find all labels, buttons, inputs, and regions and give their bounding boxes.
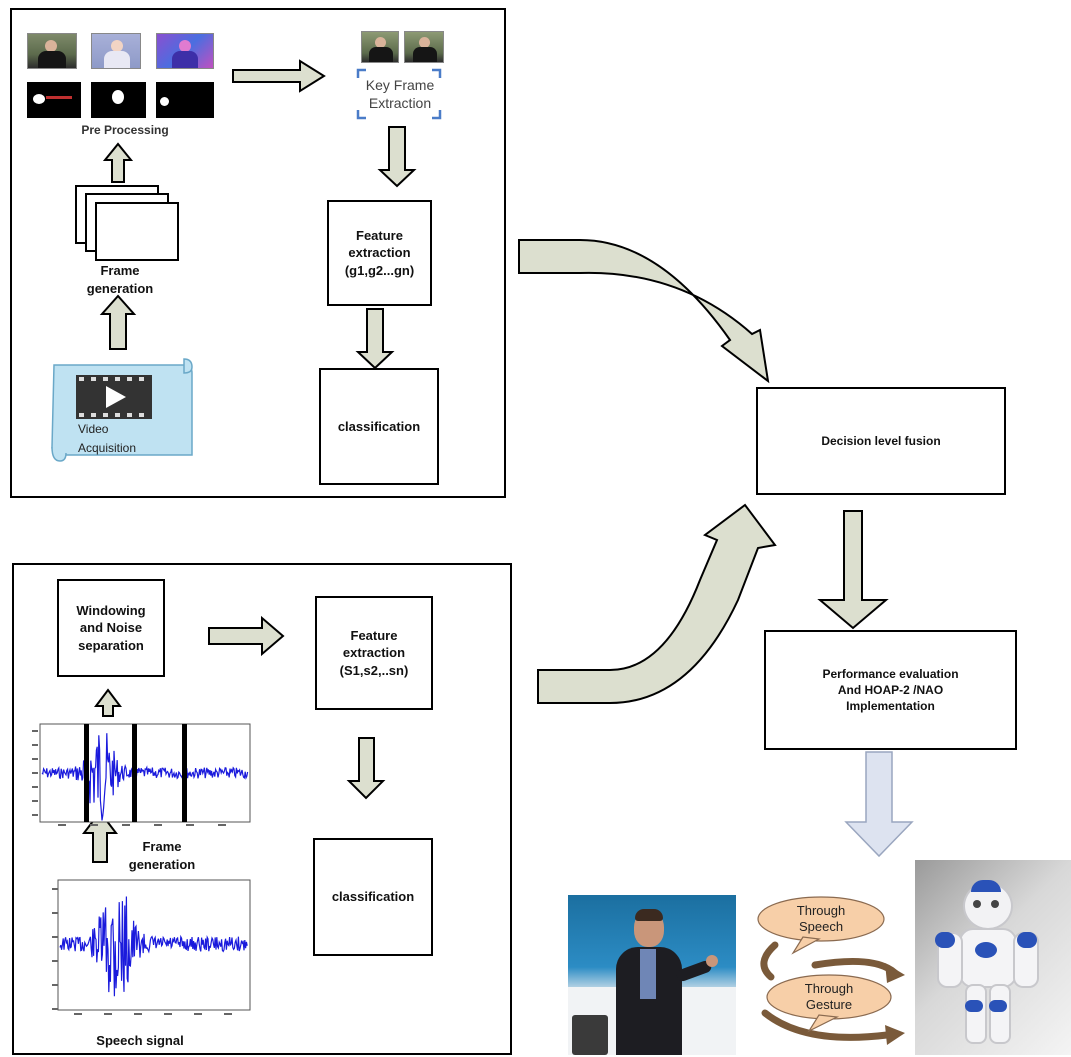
preprocessing-mask-2 (91, 82, 146, 118)
arrow-top-to-fusion (518, 239, 770, 384)
arrow-down-feature (377, 126, 417, 188)
key-frame-extraction-label: Key Frame Extraction (365, 77, 435, 111)
feature-extraction-box-speech: Feature extraction (S1,s2,..sn) (315, 596, 433, 710)
frame-generation-label-top: Frame generation (86, 263, 154, 296)
preprocessing-frame-3 (156, 33, 214, 69)
arrow-down-performance (817, 510, 889, 630)
through-gesture-label: Through Gesture (804, 981, 854, 1012)
arrow-bottom-to-fusion (537, 503, 777, 704)
preprocessing-frame-2 (91, 33, 141, 69)
arrow-down-demo (844, 751, 914, 858)
speech-signal-plot (52, 879, 251, 1015)
feature-extraction-box-top: Feature extraction (g1,g2...gn) (327, 200, 432, 306)
preprocessing-frame-1 (27, 33, 77, 69)
frame-stack-1 (95, 202, 179, 261)
key-frame-thumb-2 (404, 31, 444, 63)
nao-robot-photo (915, 860, 1071, 1055)
arrow-up-windowing (94, 688, 122, 717)
decision-fusion-box: Decision level fusion (756, 387, 1006, 495)
pre-processing-label: Pre Processing (81, 123, 169, 137)
video-scroll (51, 358, 193, 462)
key-frame-thumb-1 (361, 31, 399, 63)
key-frame-bracket (356, 68, 442, 120)
frame-generation-label-speech: Frame generation (128, 839, 196, 872)
performance-evaluation-box: Performance evaluation And HOAP-2 /NAO I… (764, 630, 1017, 750)
through-speech-label: Through Speech (796, 903, 846, 934)
arrow-down-classification-top (355, 308, 395, 370)
arrow-up-frame (99, 294, 137, 350)
classification-box-top: classification (319, 368, 439, 485)
preprocessing-mask-3 (156, 82, 214, 118)
windowed-waveform-plot (32, 723, 251, 826)
through-speech-bubble (757, 896, 885, 942)
speech-signal-label: Speech signal (96, 1033, 184, 1048)
preprocessing-mask-1 (27, 82, 81, 118)
classification-box-speech: classification (313, 838, 433, 956)
arrow-right-keyframe (232, 59, 326, 93)
video-acquisition-label: Video Acquisition (78, 422, 137, 455)
windowing-box: Windowing and Noise separation (57, 579, 165, 677)
modality-cycle (757, 896, 905, 1045)
arrow-down-classification-speech (346, 737, 386, 800)
arrow-up-preprocessing (102, 142, 134, 183)
arrow-right-feature-speech (208, 615, 285, 657)
speaker-photo (568, 895, 736, 1055)
